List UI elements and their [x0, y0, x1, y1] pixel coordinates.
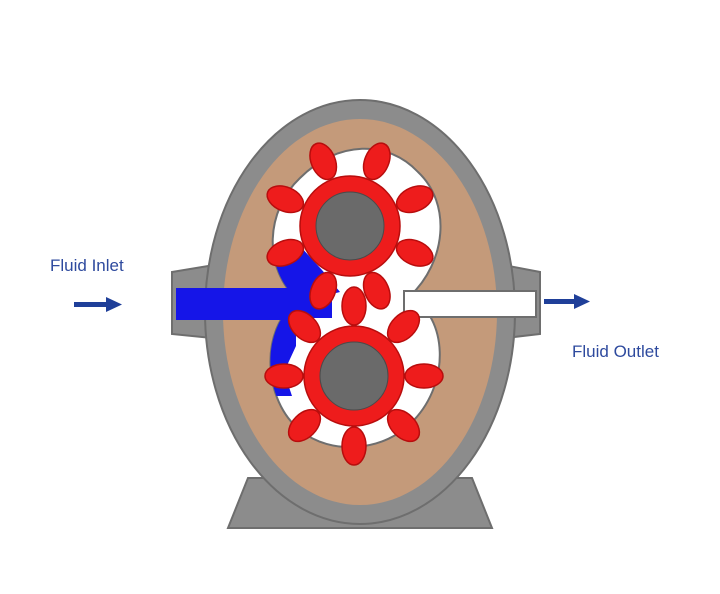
lower-gear-tooth: [287, 408, 322, 443]
outlet-arrow-icon: [544, 294, 590, 309]
upper-gear-tooth: [395, 238, 434, 267]
fluid-inlet-label: Fluid Inlet: [50, 256, 124, 275]
upper-gear-tooth: [266, 238, 305, 267]
upper-gear-hub: [315, 191, 385, 261]
fluid-outlet-label: Fluid Outlet: [572, 342, 659, 361]
lower-gear-tooth: [386, 408, 421, 443]
lower-gear-teeth: [264, 286, 444, 466]
upper-gear: [266, 142, 434, 310]
inlet-channel: [176, 288, 300, 320]
lower-gear-tooth: [404, 363, 444, 389]
upper-gear-tooth: [266, 185, 305, 214]
upper-gear-tooth: [309, 271, 338, 310]
lower-gear-tooth: [264, 363, 304, 389]
lower-gear-hub: [319, 341, 389, 411]
lower-gear: [264, 286, 444, 466]
lower-gear-tooth: [341, 286, 367, 326]
upper-gear-teeth: [266, 142, 434, 310]
upper-gear-tooth: [395, 185, 434, 214]
upper-gear-tooth: [362, 142, 391, 181]
upper-gear-tooth: [309, 142, 338, 181]
outlet-channel: [403, 290, 537, 318]
inlet-arrow-icon: [74, 297, 122, 312]
lower-gear-tooth: [386, 309, 421, 344]
lower-gear-tooth: [341, 426, 367, 466]
upper-gear-tooth: [362, 271, 391, 310]
lower-gear-tooth: [287, 309, 322, 344]
